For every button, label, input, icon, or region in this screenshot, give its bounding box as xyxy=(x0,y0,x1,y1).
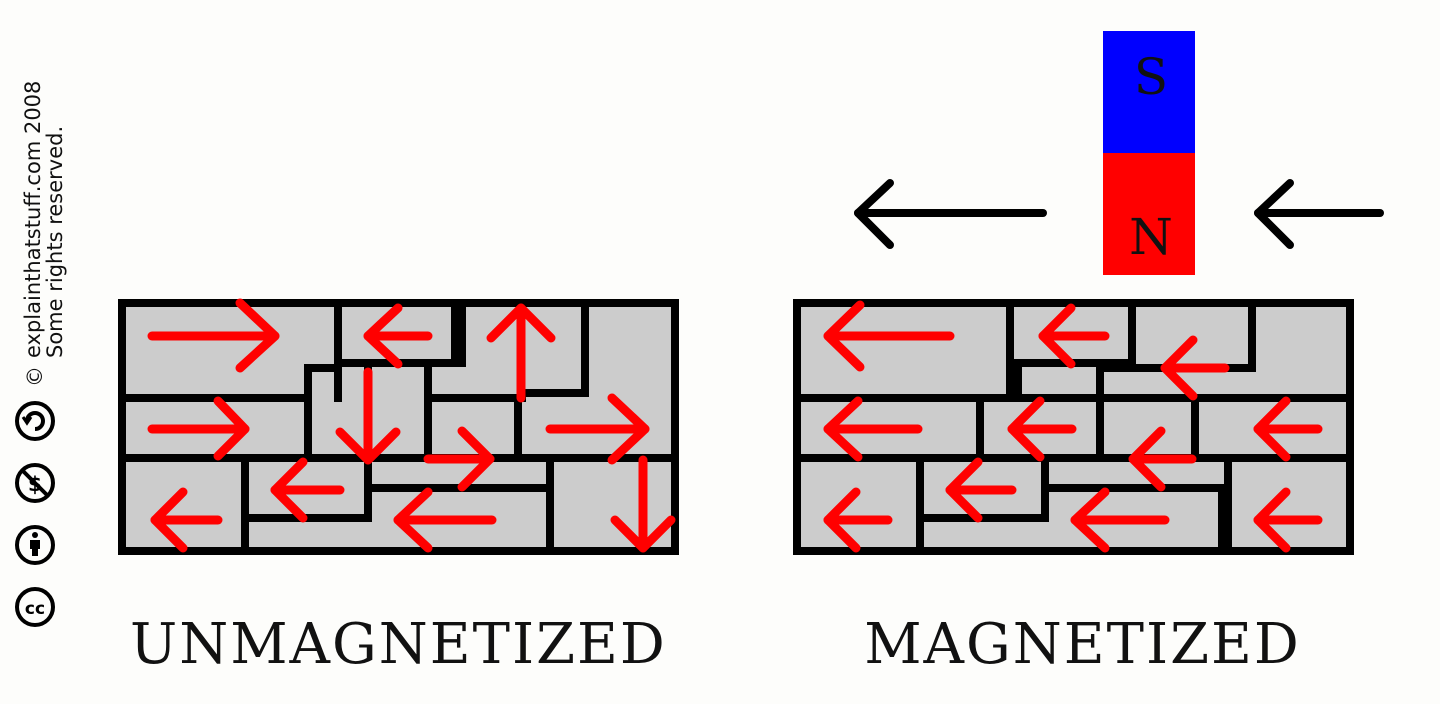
domain-arrow-left xyxy=(1038,303,1110,369)
domain-arrow-left xyxy=(823,300,955,372)
field-arrows xyxy=(854,179,1384,249)
domain-arrow-left xyxy=(1160,335,1230,401)
domain-arrow-left xyxy=(945,457,1017,523)
sa-icon xyxy=(15,401,55,441)
magnetized-panel xyxy=(793,299,1354,555)
domain-arrow-left xyxy=(363,303,433,369)
domain-arrow-right xyxy=(423,426,495,492)
field-arrow-right-icon xyxy=(1254,179,1384,249)
magnetized-domain-walls xyxy=(793,299,1354,555)
unmagnetized-caption: UNMAGNETIZED xyxy=(130,612,667,677)
domain-arrow-left xyxy=(1070,487,1170,553)
magnet-north-pole xyxy=(1103,153,1195,275)
domain-arrow-down xyxy=(335,367,401,465)
magnet-south-label: S xyxy=(1134,48,1168,106)
nc-icon: $ xyxy=(15,463,55,503)
domain-arrow-left xyxy=(270,457,345,523)
domain-arrow-left xyxy=(823,487,893,553)
domain-arrow-right xyxy=(147,298,280,373)
domain-arrow-up xyxy=(486,303,556,403)
domain-arrow-left xyxy=(1128,426,1197,492)
unmagnetized-panel xyxy=(118,298,679,555)
domain-arrow-left xyxy=(823,396,923,462)
credit-strip: explainthatstuff.com 2008 Some rights re… xyxy=(15,81,67,627)
field-arrow-left-icon xyxy=(854,179,1047,249)
credit-line-1: explainthatstuff.com 2008 xyxy=(21,81,45,358)
domain-arrow-right xyxy=(147,396,250,461)
by-icon xyxy=(15,525,55,565)
magnet-south-pole xyxy=(1103,31,1195,153)
domain-arrow-down xyxy=(610,455,676,553)
bar-magnet: S N xyxy=(1103,31,1195,275)
credit-line-2: Some rights reserved. xyxy=(43,126,67,358)
magnetized-caption: MAGNETIZED xyxy=(864,612,1301,677)
domain-arrow-right xyxy=(545,393,650,465)
unmagnetized-domain-arrows xyxy=(147,298,676,553)
magnet-north-label: N xyxy=(1129,208,1173,266)
domain-arrow-left xyxy=(1253,396,1323,462)
magnetized-domain-arrows xyxy=(823,300,1323,553)
domain-arrow-left xyxy=(1253,487,1323,553)
domain-arrow-left xyxy=(393,487,497,553)
svg-text:cc: cc xyxy=(25,599,45,619)
domain-arrow-left xyxy=(150,487,223,553)
copyright-symbol: © xyxy=(23,366,47,387)
cc-icon: cc xyxy=(15,587,55,627)
domain-arrow-left xyxy=(1007,396,1077,462)
